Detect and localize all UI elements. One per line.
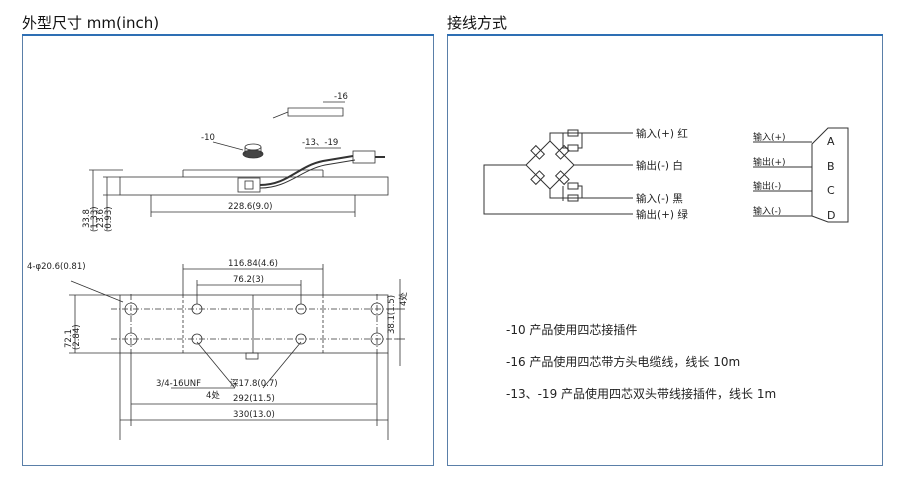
dimension-drawing: -10 -16 -13、-19 33.8 (1.33) 23.6 (0.93) … — [27, 92, 409, 440]
callout-13-19: -13、-19 — [302, 138, 338, 148]
dim-228: 228.6(9.0) — [228, 202, 272, 212]
sensor-block — [237, 177, 261, 193]
dim-330: 330(13.0) — [233, 410, 275, 420]
wire-label: 输出(-) 白 — [636, 159, 683, 172]
dim-thread: 3/4-16UNF — [156, 379, 201, 389]
dimensions-frame: -10 -16 -13、-19 33.8 (1.33) 23.6 (0.93) … — [22, 36, 434, 466]
dim-height-a: 33.8 — [82, 209, 92, 228]
connector-plug — [352, 150, 376, 164]
dim-116: 116.84(4.6) — [228, 259, 278, 269]
note-16: -16 产品使用四芯带方头电缆线，线长 10m — [506, 355, 741, 369]
dim-height-a-in: (1.33) — [90, 206, 100, 232]
pin-label: 输入(+) — [753, 131, 786, 143]
note-13-19: -13、-19 产品使用四芯双头带线接插件，线长 1m — [506, 387, 777, 401]
note-10: -10 产品使用四芯接插件 — [506, 323, 638, 337]
connector-10-part — [242, 149, 264, 159]
dim-height-b: 23.6 — [96, 209, 106, 228]
pin-letter: B — [827, 160, 835, 173]
dimensions-panel: 外型尺寸 mm(inch) — [22, 14, 434, 466]
wire-label: 输入(-) 黑 — [636, 192, 683, 205]
wiring-diagram: 输入(+) 红输出(-) 白输入(-) 黑输出(+) 绿 输入(+) 输出(+) 输… — [483, 127, 849, 223]
dim-depth: 深17.8(0.7) — [230, 379, 278, 389]
pin-letter: A — [827, 135, 835, 148]
wiring-panel: 接线方式 — [447, 14, 883, 466]
beam-plan-view — [119, 294, 389, 354]
dim-side-4: 4处 — [398, 292, 409, 306]
wiring-title: 接线方式 — [447, 14, 883, 36]
wire-label: 输入(+) 红 — [636, 127, 688, 140]
cable-16-end — [287, 107, 344, 117]
pin-label: 输入(-) — [753, 205, 781, 217]
pin-label: 输出(-) — [753, 180, 781, 192]
dim-side-38: 38.1(1.5) — [387, 295, 397, 334]
pin-label: 输出(+) — [753, 156, 786, 168]
dim-width-72-in: (2.84) — [72, 324, 82, 350]
dimensions-title: 外型尺寸 mm(inch) — [22, 14, 434, 36]
pin-letter: C — [827, 184, 835, 197]
pin-letter: D — [827, 209, 835, 222]
dim-76: 76.2(3) — [233, 275, 264, 285]
wire-label: 输出(+) 绿 — [636, 208, 688, 221]
connector-outline — [811, 127, 849, 223]
dim-292: 292(11.5) — [233, 394, 275, 404]
dim-width-72: 72.1 — [64, 329, 74, 348]
dim-count: 4处 — [206, 390, 220, 401]
wiring-frame: 输入(+) 红输出(-) 白输入(-) 黑输出(+) 绿 输入(+) 输出(+) 输… — [447, 36, 883, 466]
callout-16: -16 — [334, 92, 348, 102]
callout-10: -10 — [201, 133, 215, 143]
beam-side-view — [119, 176, 389, 196]
dim-hole-dia: 4-φ20.6(0.81) — [27, 262, 86, 272]
dim-height-b-in: (0.93) — [104, 206, 114, 232]
